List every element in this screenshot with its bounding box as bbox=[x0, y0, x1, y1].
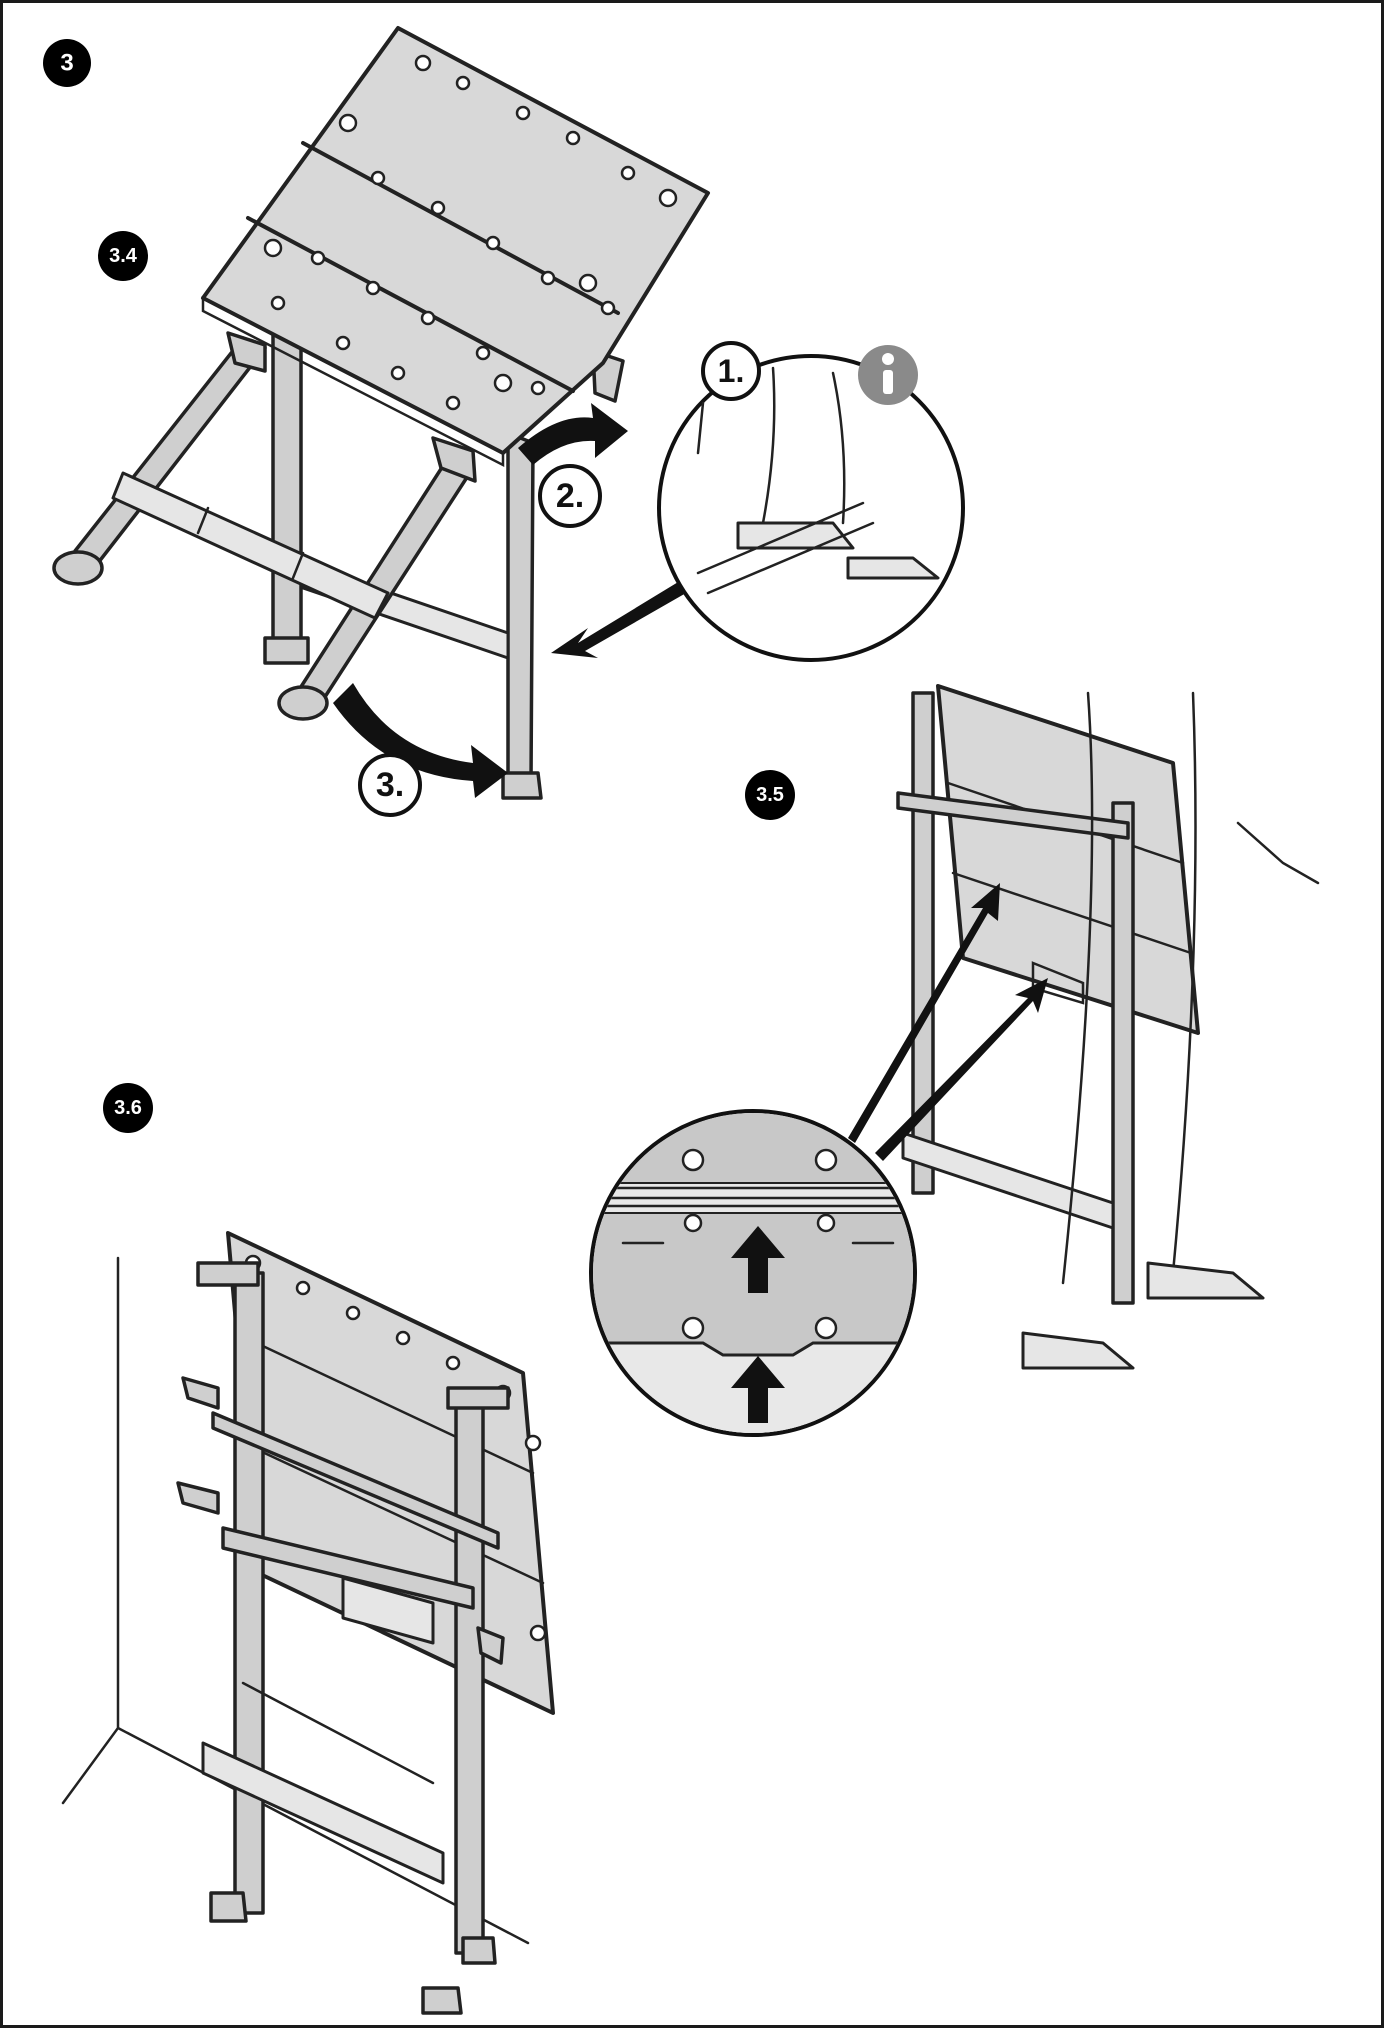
leg-b-3-6 bbox=[454, 1396, 485, 1955]
push-arrow-upper bbox=[731, 1226, 785, 1293]
rear-leg-right bbox=[506, 431, 535, 785]
foot-step-bar bbox=[111, 471, 390, 620]
figure-3-6 bbox=[61, 1231, 555, 2015]
detail-lock-plate bbox=[589, 1109, 917, 1437]
foot-front-right bbox=[277, 685, 329, 721]
clamp-handles-3-6 bbox=[176, 1376, 505, 1665]
figure-3-5 bbox=[848, 684, 1320, 1370]
figure-3-4: 2. 3. bbox=[52, 26, 710, 817]
push-arrow-lower bbox=[731, 1356, 785, 1423]
pointer-arrow bbox=[551, 573, 700, 658]
person-shoe-a bbox=[1021, 1331, 1135, 1370]
assembly-diagram: 3 bbox=[43, 26, 1320, 2015]
step-1-marker: 1. bbox=[701, 341, 761, 401]
shoe-left bbox=[736, 521, 855, 550]
step-2-marker: 2. bbox=[538, 464, 602, 528]
step-bar-3-5 bbox=[901, 1131, 1115, 1230]
workbench-top bbox=[201, 26, 710, 455]
leg-b-3-5 bbox=[1111, 801, 1135, 1305]
leg-a-3-6 bbox=[233, 1271, 265, 1915]
callout-arrow-a bbox=[848, 883, 1000, 1143]
leg-a-3-5 bbox=[911, 691, 935, 1195]
step-badge-main: 3 bbox=[43, 39, 91, 87]
rear-leg-left bbox=[271, 331, 303, 655]
figure-3-5-badge: 3.5 bbox=[745, 770, 795, 820]
figure-3-5-label: 3.5 bbox=[756, 784, 784, 806]
figure-3-4-label: 3.4 bbox=[109, 245, 138, 267]
foot-rear-left bbox=[263, 636, 310, 665]
clamp-plate-3-6 bbox=[221, 1526, 475, 1610]
figure-3-6-label: 3.6 bbox=[114, 1097, 142, 1119]
foot-front-left bbox=[52, 550, 104, 586]
folded-top-3-5 bbox=[936, 684, 1200, 1035]
foot-rear-right bbox=[501, 771, 543, 800]
step-3-marker: 3. bbox=[358, 753, 422, 817]
clamp-handle-left bbox=[226, 331, 267, 373]
rotate-arrow-3 bbox=[333, 683, 508, 798]
figure-3-6-badge: 3.6 bbox=[103, 1083, 153, 1133]
step-3-label: 3. bbox=[376, 766, 404, 804]
pin-lock-3-6 bbox=[341, 1576, 435, 1645]
bench-holes bbox=[263, 54, 678, 411]
step-1-label: 1. bbox=[718, 353, 745, 389]
clamp-handle-right bbox=[431, 436, 477, 483]
info-icon bbox=[858, 345, 918, 405]
feet-3-6 bbox=[209, 1891, 497, 2015]
callout-arrow-b bbox=[875, 978, 1048, 1161]
step-badge-main-label: 3 bbox=[60, 50, 73, 77]
rotate-arrow-2 bbox=[518, 403, 628, 465]
step-2-label: 2. bbox=[556, 477, 584, 515]
pin-lock-3-5 bbox=[1031, 961, 1085, 1005]
shoe-right bbox=[846, 556, 940, 580]
detail-foot-press: 1. bbox=[657, 341, 965, 662]
step-bar-3-6 bbox=[201, 1741, 445, 1885]
figure-3-4-badge: 3.4 bbox=[98, 231, 148, 281]
bar-3-5 bbox=[896, 791, 1130, 840]
person-shoe-b bbox=[1146, 1261, 1265, 1300]
bar-3-6 bbox=[211, 1411, 500, 1550]
